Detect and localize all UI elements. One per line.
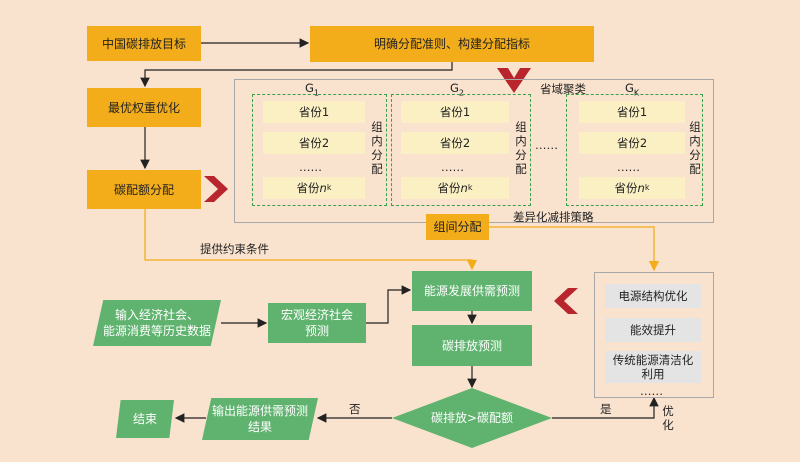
group-1-item-2-num: 2 [321, 136, 330, 150]
group-1-item-n-var: n [319, 181, 327, 195]
arrow-macro-to-energy [366, 285, 412, 324]
group-1-ellipsis: …… [299, 160, 322, 174]
arrow-principle-to-optimize [140, 62, 453, 88]
group-k-item-2-num: 2 [639, 136, 648, 150]
group-1-name: G [305, 81, 314, 95]
group-2-label: 组内分配 [515, 120, 527, 176]
group-2-item-n-text: 省份 [437, 181, 461, 195]
group-k-item-1-text: 省份 [616, 105, 640, 119]
group-k-name: G [625, 81, 634, 95]
carbon-forecast-box: 碳排放预测 [412, 325, 532, 366]
strategy-2: 能效提升 [605, 318, 701, 342]
group-2-item-2-num: 2 [462, 136, 471, 150]
chevron-left-icon [554, 288, 578, 314]
group-1-item-1-text: 省份 [298, 105, 322, 119]
group-2-item-n-var: n [460, 181, 468, 195]
group-2-item-n-sub: k [467, 183, 473, 192]
chevron-down-icon [497, 68, 531, 93]
strategy-1: 电源结构优化 [605, 284, 701, 308]
input-data-box: 输入经济社会、 能源消费等历史数据 [93, 300, 221, 346]
group-2-title: G2 [450, 81, 464, 100]
optimize-feedback-label: 优 化 [662, 404, 674, 432]
group-k-ellipsis: …… [617, 160, 640, 174]
strategy-ellipsis: …… [640, 384, 663, 398]
group-k-title: GK [625, 81, 639, 100]
group-2-item-1-text: 省份 [439, 105, 463, 119]
group-1-item-n-sub: k [326, 183, 332, 192]
principle-box: 明确分配准则、构建分配指标 [310, 26, 594, 62]
constraint-label: 提供约束条件 [200, 242, 269, 256]
no-label: 否 [349, 402, 361, 416]
energy-forecast-box: 能源发展供需预测 [412, 271, 532, 311]
groups-ellipsis: …… [535, 138, 558, 152]
group-between-box: 组间分配 [426, 214, 489, 240]
group-2-name: G [450, 81, 459, 95]
group-k-label: 组内分配 [689, 120, 701, 176]
decision-diamond [392, 388, 552, 448]
target-box: 中国碳排放目标 [87, 26, 201, 61]
arrow-to-strategies [489, 226, 660, 272]
group-2-item-1-num: 1 [462, 105, 471, 119]
group-2-ellipsis: …… [441, 160, 464, 174]
group-1-item-2-text: 省份 [298, 136, 322, 150]
arrow-yes [552, 396, 659, 419]
decision-label: 碳排放>碳配额 [430, 411, 514, 425]
group-1-label: 组内分配 [371, 120, 383, 176]
arrow-constraint [144, 209, 478, 271]
quota-box: 碳配额分配 [87, 170, 201, 209]
group-1-item-1-num: 1 [321, 105, 330, 119]
yes-label: 是 [600, 402, 612, 416]
group-1-box [252, 94, 387, 206]
group-k-box [566, 94, 703, 206]
strategies-panel [594, 272, 714, 398]
output-box: 输出能源供需预测 结果 [202, 398, 318, 440]
end-box: 结束 [116, 400, 174, 438]
chevron-right-icon [204, 176, 228, 202]
strategy-label: 差异化减排策略 [513, 210, 594, 224]
strategy-3: 传统能源清洁化 利用 [605, 351, 701, 383]
group-k-item-n-sub: k [644, 183, 650, 192]
group-2-box [391, 94, 531, 206]
group-1-item-n-text: 省份 [296, 181, 320, 195]
cluster-label: 省域聚类 [540, 82, 586, 96]
optimize-box: 最优权重优化 [87, 88, 201, 127]
group-k-item-n-var: n [637, 181, 645, 195]
group-k-item-2-text: 省份 [616, 136, 640, 150]
group-k-item-1-num: 1 [639, 105, 648, 119]
macro-forecast-box: 宏观经济社会 预测 [268, 303, 366, 343]
group-1-sub: 1 [313, 88, 320, 98]
group-k-item-n-text: 省份 [614, 181, 638, 195]
group-k-sub: K [633, 88, 640, 98]
group-2-item-2-text: 省份 [439, 136, 463, 150]
group-1-title: G1 [305, 81, 319, 100]
group-2-sub: 2 [458, 88, 465, 98]
